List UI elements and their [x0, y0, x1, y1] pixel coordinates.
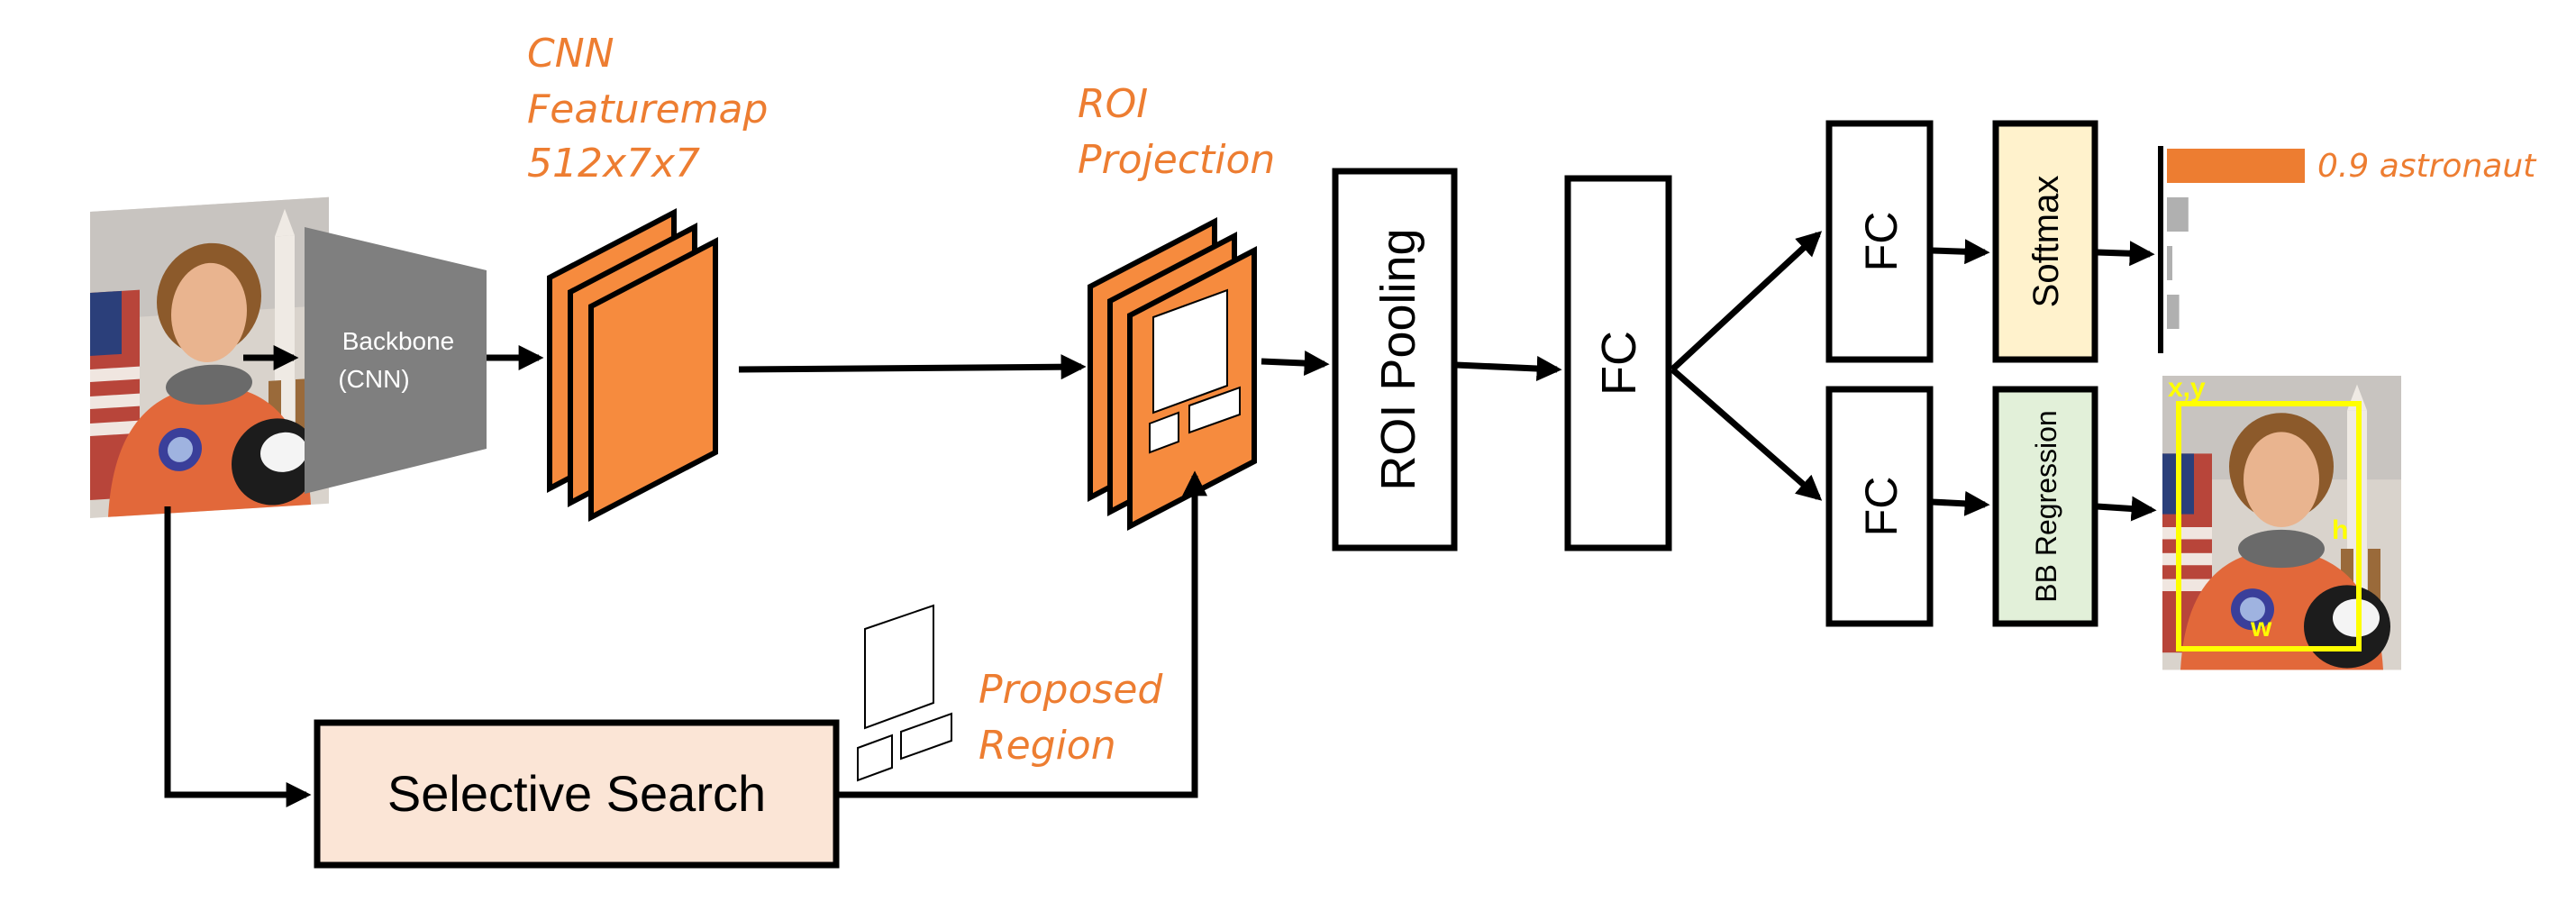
fc-bottom-label: FC — [1856, 477, 1907, 537]
arrow-softmax-to-scores — [2096, 241, 2155, 267]
fc-top-label: FC — [1856, 212, 1907, 272]
arrow-selective-search-to-roi — [836, 470, 1207, 798]
selective-search-label: Selective Search — [387, 765, 766, 822]
proposed-region-icon — [857, 604, 952, 782]
roi-pooling-label: ROI Pooling — [1371, 228, 1425, 490]
softmax-box: Softmax — [1992, 120, 2098, 363]
proposed-label-line2: Region — [979, 723, 1116, 769]
backbone-block: Backbone (CNN) — [305, 227, 487, 494]
arrow-fc-to-fc-bottom — [1670, 367, 1823, 501]
astronaut-photo-with-bbox-icon — [2162, 376, 2401, 670]
arrow-roi-to-pooling — [1261, 351, 1330, 377]
cnn-label-line1: CNN — [527, 31, 614, 77]
score-bar-2 — [2167, 197, 2189, 232]
top-class-score-label: 0.9 astronaut — [2317, 148, 2537, 185]
fc-main-label: FC — [1592, 331, 1646, 396]
arrow-fc-to-fc-top — [1670, 231, 1823, 372]
backbone-label-line2: (CNN) — [338, 365, 409, 393]
roi-pooling-box: ROI Pooling — [1332, 168, 1458, 551]
output-image: x,y h w — [2162, 373, 2401, 670]
proposed-region-label: Proposed Region — [979, 667, 1163, 769]
class-score-chart: 0.9 astronaut — [2158, 146, 2537, 353]
bbox-w-label: w — [2250, 613, 2272, 642]
bbox-xy-label: x,y — [2168, 373, 2206, 403]
arrow-bbreg-to-output — [2096, 496, 2157, 522]
backbone-label-line1: Backbone — [342, 327, 455, 355]
predicted-bounding-box — [2176, 401, 2362, 651]
arrow-fc-top-to-softmax — [1931, 239, 1990, 265]
cnn-featuremap-label: CNN Featuremap 512x7x7 — [527, 31, 768, 187]
proposed-label-line1: Proposed — [979, 667, 1163, 713]
fc-top-box: FC — [1825, 120, 1934, 363]
cnn-label-line2: Featuremap — [527, 87, 768, 132]
arrow-image-to-selective-search — [164, 506, 312, 807]
bbox-h-label: h — [2332, 515, 2348, 545]
roi-label-line1: ROI — [1078, 81, 1148, 127]
arrow-pooling-to-fc — [1455, 356, 1562, 381]
score-bar-1 — [2167, 149, 2305, 183]
arrow-fc-bottom-to-bbreg — [1931, 490, 1990, 516]
softmax-label: Softmax — [2026, 176, 2066, 308]
score-bar-3 — [2167, 246, 2172, 280]
arrows — [164, 231, 2157, 807]
fc-main-box: FC — [1564, 175, 1672, 551]
arrow-featuremap-to-roi — [738, 354, 1087, 380]
cnn-featuremap-stack — [547, 208, 718, 522]
score-bar-4 — [2167, 295, 2180, 329]
bb-regression-label: BB Regression — [2030, 410, 2062, 602]
roi-projection-stack — [1088, 217, 1257, 531]
roi-projection-label: ROI Projection — [1078, 81, 1275, 183]
bb-regression-box: BB Regression — [1992, 386, 2098, 627]
roi-label-line2: Projection — [1078, 137, 1275, 183]
fc-bottom-box: FC — [1825, 386, 1934, 627]
selective-search-box: Selective Search — [314, 719, 840, 869]
cnn-label-line3: 512x7x7 — [527, 141, 700, 187]
